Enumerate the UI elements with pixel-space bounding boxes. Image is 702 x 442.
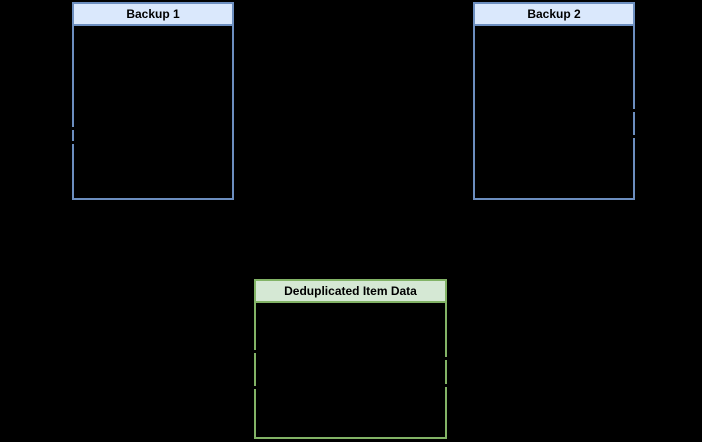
backup-2-body [475, 26, 633, 198]
backup-1-body [74, 26, 232, 198]
backup-2-title: Backup 2 [527, 7, 581, 21]
backup-1-header: Backup 1 [74, 4, 232, 26]
connector-tick-dedup-left [251, 350, 259, 353]
backup-2-node: Backup 2 [473, 2, 635, 200]
backup-1-title: Backup 1 [126, 7, 180, 21]
deduplicated-item-data-node: Deduplicated Item Data [254, 279, 447, 439]
deduplicated-item-data-body [256, 303, 445, 437]
connector-tick-backup1-left [70, 127, 77, 130]
connector-tick-dedup-right [441, 384, 449, 387]
deduplicated-item-data-title: Deduplicated Item Data [284, 284, 417, 298]
deduplicated-item-data-header: Deduplicated Item Data [256, 281, 445, 303]
connector-tick-backup1-left [70, 141, 77, 144]
backup-2-header: Backup 2 [475, 4, 633, 26]
connector-tick-backup2-right [630, 135, 638, 138]
connector-tick-backup2-right [630, 109, 638, 112]
connector-tick-dedup-left [251, 386, 259, 389]
connector-tick-dedup-right [441, 357, 449, 360]
backup-1-node: Backup 1 [72, 2, 234, 200]
